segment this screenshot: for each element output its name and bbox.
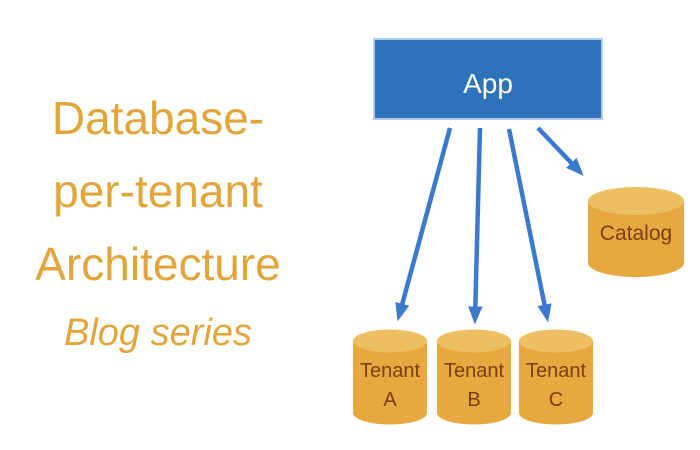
arrow-app-to-tenant-a (395, 127, 453, 322)
title-block: Database- per-tenant Architecture Blog s… (0, 82, 316, 365)
catalog-label: Catalog (600, 222, 672, 245)
tenant-b-database: Tenant B (437, 329, 511, 425)
tenant-a-label: Tenant (360, 360, 420, 382)
cylinder-top (437, 329, 511, 353)
arrow-app-to-tenant-b (468, 127, 483, 325)
cylinder-top (519, 329, 593, 353)
title-line-3: Architecture (35, 238, 281, 290)
cylinder-body (437, 341, 511, 425)
title-line-2: per-tenant (53, 165, 263, 217)
tenant-a-database: Tenant A (353, 329, 427, 425)
tenant-a-letter: A (383, 389, 397, 411)
tenant-c-database: Tenant C (519, 329, 593, 425)
app-node: App (373, 38, 603, 120)
cylinder-top (353, 329, 427, 353)
title-line-1: Database- (51, 92, 265, 144)
title-subtitle: Blog series (64, 312, 252, 354)
tenant-c-label: Tenant (526, 360, 586, 382)
app-box (373, 38, 603, 120)
cylinder-body (519, 341, 593, 425)
tenant-b-label: Tenant (444, 360, 504, 382)
arrow-app-to-tenant-c (506, 128, 552, 323)
cylinder-top (588, 187, 684, 215)
tenant-c-letter: C (549, 389, 563, 411)
cylinder-body (588, 201, 684, 277)
tenant-b-letter: B (467, 389, 480, 411)
app-label: App (463, 68, 513, 99)
catalog-database: Catalog (588, 187, 684, 277)
arrow-app-to-catalog (536, 126, 584, 176)
cylinder-body (353, 341, 427, 425)
